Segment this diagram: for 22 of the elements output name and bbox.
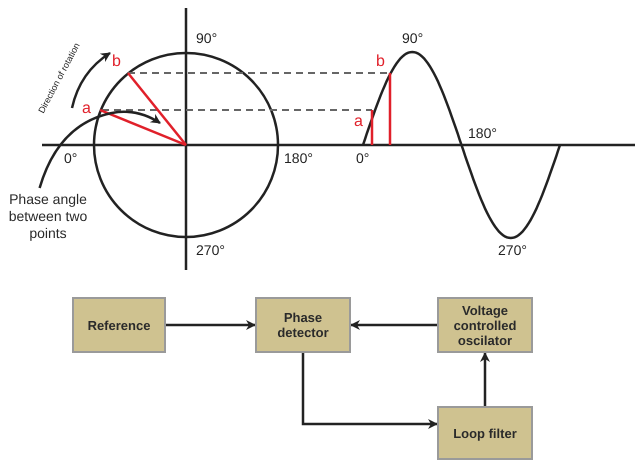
annotation-text: Phase angle between two points bbox=[6, 190, 90, 242]
arrow bbox=[38, 110, 161, 188]
angle-label: 90° bbox=[196, 30, 218, 46]
arrow bbox=[166, 320, 256, 330]
process-box: Phase detector bbox=[255, 297, 351, 353]
process-box: Reference bbox=[72, 297, 166, 353]
point-label: a bbox=[82, 101, 91, 117]
angle-label: 0° bbox=[356, 150, 370, 166]
angle-label: 0° bbox=[64, 150, 78, 166]
process-box: Loop filter bbox=[437, 406, 533, 460]
point-label: b bbox=[112, 54, 121, 70]
process-box: Voltage controlled oscilator bbox=[437, 297, 533, 353]
arrow bbox=[302, 353, 438, 429]
point-label: b bbox=[376, 54, 385, 70]
angle-label: 180° bbox=[468, 125, 497, 141]
angle-label: 90° bbox=[402, 30, 424, 46]
point-label: a bbox=[354, 114, 363, 130]
arrow bbox=[480, 352, 490, 406]
angle-label: 270° bbox=[196, 242, 225, 258]
angle-label: 180° bbox=[284, 150, 313, 166]
arrow bbox=[350, 320, 437, 330]
angle-label: 270° bbox=[498, 242, 527, 258]
